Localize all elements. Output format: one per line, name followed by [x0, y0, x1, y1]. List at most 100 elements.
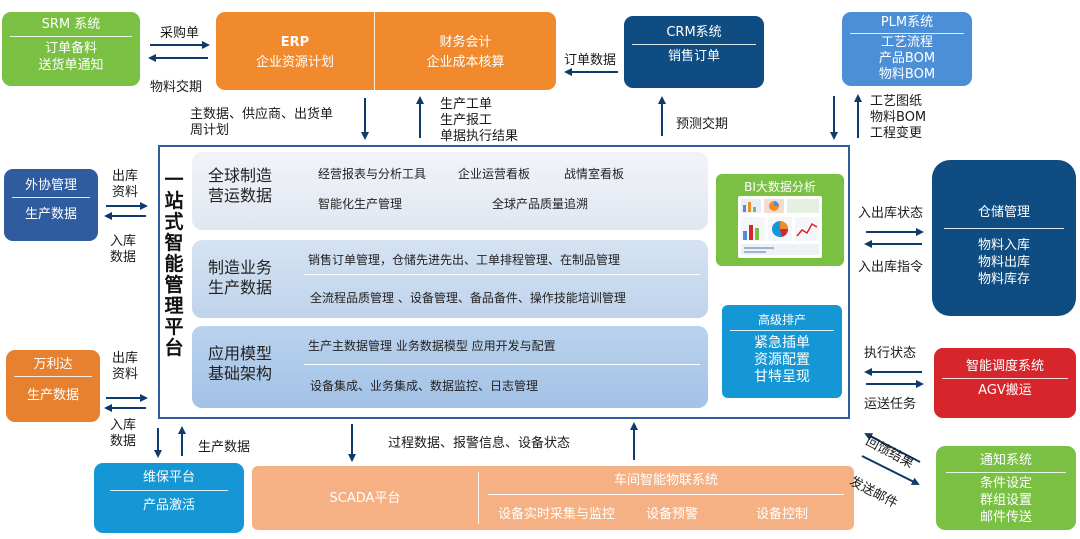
- aps-title: 高级排产: [757, 313, 806, 327]
- label-purchase-order: 采购单: [160, 26, 200, 41]
- layer-item: 全球产品质量追溯: [492, 197, 589, 211]
- crm-title: CRM系统: [666, 25, 722, 40]
- layer-title-line-2: 生产数据: [208, 278, 273, 297]
- dispatch-subtitle: AGV搬运: [978, 383, 1032, 398]
- label-plm-down-3: 工程变更: [870, 126, 923, 141]
- divider: [946, 472, 1066, 473]
- divider: [10, 36, 132, 37]
- label-order-data: 订单数据: [564, 53, 617, 68]
- label-wh-status: 入出库状态: [858, 206, 924, 221]
- iot-item-2: 设备预警: [646, 507, 699, 522]
- label-plm-down-2: 物料BOM: [870, 110, 927, 125]
- layer-item: 设备集成、业务集成、数据监控、日志管理: [310, 379, 539, 393]
- label-out-top-1: 出库: [112, 169, 139, 184]
- label-send-mail: 发送邮件: [846, 474, 900, 512]
- bi-analytics-panel: BI大数据分析: [716, 174, 844, 266]
- divider: [478, 472, 479, 524]
- outsourcing-title: 外协管理: [24, 178, 77, 193]
- wanlida-title: 万利达: [33, 357, 73, 372]
- plm-line-1: 工艺流程: [880, 35, 933, 50]
- iot-title: 车间智能物联系统: [613, 473, 718, 488]
- iot-item-3: 设备控制: [756, 507, 809, 522]
- divider: [304, 274, 700, 275]
- notify-line-2: 群组设置: [979, 493, 1032, 508]
- layer-item: 销售订单管理，仓储先进先出、工单排程管理、在制品管理: [308, 253, 621, 267]
- srm-line-1: 订单备料: [44, 41, 97, 56]
- layer-item: 战情室看板: [564, 167, 625, 181]
- layer-item: 全流程品质管理 、设备管理、备品备件、操作技能培训管理: [310, 291, 626, 305]
- warehouse-box: 仓储管理 物料入库 物料出库 物料库存: [932, 160, 1076, 316]
- dashboard-thumbnail-graphic: [741, 199, 819, 255]
- layer-title-line-1: 应用模型: [208, 344, 273, 363]
- wanlida-box: 万利达 生产数据: [6, 350, 100, 422]
- scada-iot-box: SCADA平台 车间智能物联系统 设备实时采集与监控 设备预警 设备控制: [252, 466, 854, 530]
- erp-half: ERP 企业资源计划: [216, 12, 374, 90]
- divider: [944, 228, 1064, 229]
- crm-system-box: CRM系统 销售订单: [624, 16, 764, 88]
- label-erp-down-2: 周计划: [190, 123, 230, 138]
- aps-line-2: 资源配置: [754, 352, 810, 368]
- layer-title-line-2: 基础架构: [208, 364, 273, 383]
- maintenance-title: 维保平台: [142, 470, 195, 485]
- label-wan-bottom-2: 数据: [110, 434, 137, 449]
- aps-line-3: 甘特呈现: [754, 369, 810, 385]
- bi-title: BI大数据分析: [744, 180, 816, 194]
- label-production-data: 生产数据: [198, 440, 251, 455]
- divider: [850, 33, 964, 34]
- layer-item: 经营报表与分析工具: [318, 167, 427, 181]
- divider: [110, 490, 228, 491]
- dispatch-system-box: 智能调度系统 AGV搬运: [934, 348, 1076, 418]
- label-out-top-2: 资料: [112, 185, 139, 200]
- divider: [12, 197, 90, 198]
- layer-application-model: 应用模型 基础架构 生产主数据管理 业务数据模型 应用开发与配置 设备集成、业务…: [192, 326, 708, 408]
- label-out-bottom-1: 入库: [110, 234, 137, 249]
- layer-global-manufacturing: 全球制造 营运数据 经营报表与分析工具 企业运营看板 战情室看板 智能化生产管理…: [192, 152, 708, 230]
- label-wan-top-1: 出库: [112, 351, 139, 366]
- label-process-data: 过程数据、报警信息、设备状态: [388, 436, 571, 451]
- label-up-to-erp-2: 生产报工: [440, 113, 493, 128]
- bi-dashboard-thumbnail: [738, 196, 822, 258]
- label-erp-down-1: 主数据、供应商、出货单: [190, 107, 334, 122]
- dispatch-title: 智能调度系统: [965, 359, 1044, 374]
- notify-line-3: 邮件传送: [979, 510, 1032, 525]
- layer-title-line-2: 营运数据: [208, 186, 273, 205]
- srm-system-box: SRM 系统 订单备料 送货单通知: [2, 12, 140, 86]
- label-up-to-erp-3: 单据执行结果: [440, 129, 519, 144]
- label-up-to-erp-1: 生产工单: [440, 97, 493, 112]
- divider: [632, 44, 756, 45]
- label-transport-task: 运送任务: [864, 397, 917, 412]
- layer-item: 智能化生产管理: [318, 197, 403, 211]
- label-wh-command: 入出库指令: [858, 260, 924, 275]
- erp-title: ERP: [280, 35, 310, 50]
- label-plm-down-1: 工艺图纸: [870, 94, 923, 109]
- divider: [942, 378, 1068, 379]
- scada-title: SCADA平台: [329, 491, 401, 506]
- plm-line-2: 产品BOM: [878, 51, 936, 66]
- label-out-bottom-2: 数据: [110, 250, 137, 265]
- erp-system-box: ERP 企业资源计划 财务会计 企业成本核算: [216, 12, 556, 90]
- outsourcing-subtitle: 生产数据: [24, 207, 77, 222]
- warehouse-title: 仓储管理: [977, 205, 1030, 220]
- label-wan-top-2: 资料: [112, 367, 139, 382]
- srm-line-2: 送货单通知: [38, 58, 104, 73]
- label-wan-bottom-1: 入库: [110, 418, 137, 433]
- iot-item-1: 设备实时采集与监控: [498, 507, 616, 522]
- divider: [374, 12, 375, 90]
- layer-item: 企业运营看板: [458, 167, 531, 181]
- srm-title: SRM 系统: [41, 17, 101, 32]
- label-forecast-delivery: 预测交期: [676, 117, 729, 132]
- plm-line-3: 物料BOM: [878, 67, 936, 82]
- notify-title: 通知系统: [979, 453, 1032, 468]
- warehouse-line-3: 物料库存: [977, 272, 1030, 287]
- finance-title: 财务会计: [439, 35, 492, 50]
- divider: [14, 376, 92, 377]
- warehouse-line-2: 物料出库: [977, 255, 1030, 270]
- divider: [304, 364, 700, 365]
- divider: [488, 494, 844, 495]
- platform-title: 一站式智能管理平台: [164, 169, 184, 359]
- layer-item: 生产主数据管理 业务数据模型 应用开发与配置: [308, 339, 556, 353]
- plm-system-box: PLM系统 工艺流程 产品BOM 物料BOM: [842, 12, 972, 86]
- divider: [730, 330, 834, 331]
- erp-subtitle: 企业资源计划: [255, 55, 334, 70]
- maintenance-subtitle: 产品激活: [142, 498, 195, 513]
